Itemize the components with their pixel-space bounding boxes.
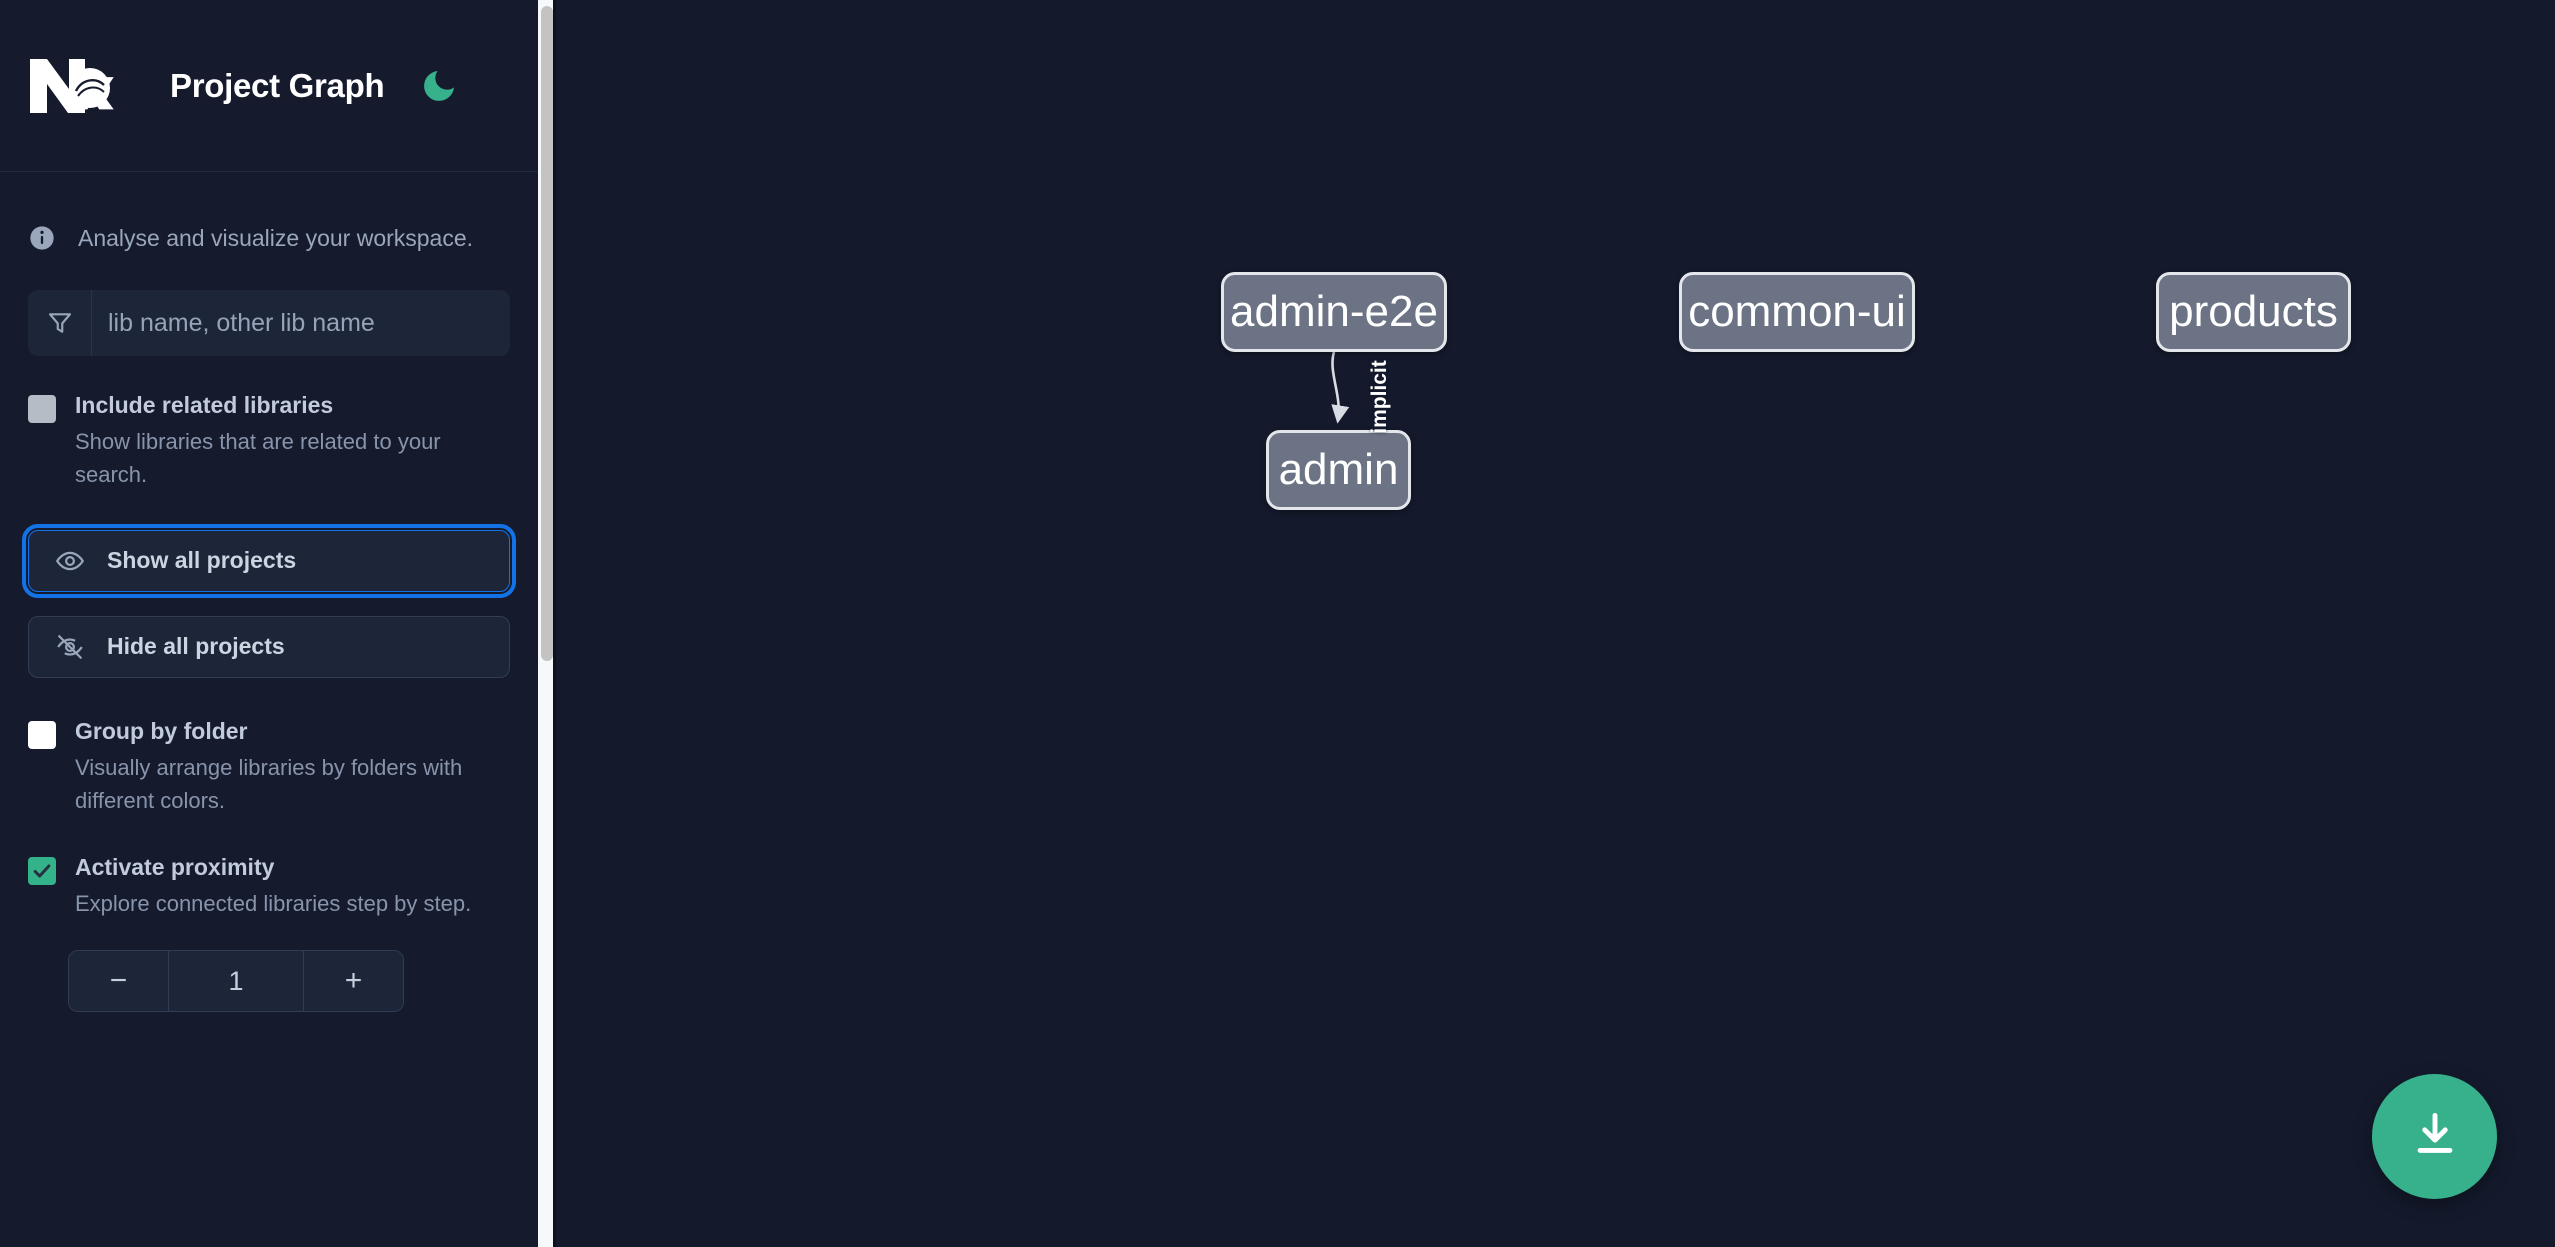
show-all-projects-row: Show all projects <box>0 523 538 598</box>
graph-node-admin[interactable]: admin <box>1266 430 1411 510</box>
download-icon <box>2407 1107 2463 1166</box>
filter-bar <box>28 290 510 356</box>
edge-label-admin-e2e-to-admin: implicit <box>1367 360 1391 434</box>
sidebar-header: Project Graph <box>0 0 538 172</box>
workspace-info-text: Analyse and visualize your workspace. <box>78 224 474 251</box>
sidebar-content: Project Graph Analyse and visualize yo <box>0 0 538 1247</box>
graph-node-common-ui[interactable]: common-ui <box>1679 272 1915 352</box>
include-related-libraries-checkbox <box>28 395 56 423</box>
activate-proximity-label: Activate proximity <box>75 853 275 880</box>
group-by-folder-label: Group by folder <box>75 717 248 744</box>
graph-canvas[interactable]: admin-e2ecommon-uiproductsstore-e2eadmin… <box>556 0 2555 1247</box>
graph-edges <box>1331 351 1350 424</box>
proximity-increment-button[interactable]: + <box>303 951 403 1012</box>
sidebar: Project Graph Analyse and visualize yo <box>0 0 556 1247</box>
include-related-libraries-label: Include related libraries <box>75 392 334 418</box>
option-group-by-folder[interactable]: Group by folder Visually arrange librari… <box>0 716 538 818</box>
graph-node-products[interactable]: products <box>2156 272 2351 352</box>
group-by-folder-checkbox[interactable] <box>28 720 56 749</box>
search-input[interactable] <box>92 290 510 356</box>
hide-all-projects-label: Hide all projects <box>107 633 285 660</box>
info-icon <box>28 224 56 252</box>
eye-icon <box>55 546 85 576</box>
edge-admin-e2e-to-admin <box>1331 351 1350 424</box>
option-include-related-libraries[interactable]: Include related libraries Show libraries… <box>0 390 538 492</box>
proximity-stepper: − 1 + <box>68 950 404 1013</box>
show-all-projects-label: Show all projects <box>107 547 297 574</box>
hide-all-projects-button[interactable]: Hide all projects <box>28 615 510 678</box>
proximity-stepper-row: − 1 + <box>0 950 538 1013</box>
sidebar-scrollbar-thumb[interactable] <box>541 6 553 661</box>
graph-layer: admin-e2ecommon-uiproductsstore-e2eadmin… <box>556 0 2555 1247</box>
hide-all-projects-row: Hide all projects <box>0 615 538 678</box>
filter-icon <box>28 290 92 356</box>
activate-proximity-description: Explore connected libraries step by step… <box>75 890 472 916</box>
option-activate-proximity[interactable]: Activate proximity Explore connected lib… <box>0 852 538 920</box>
sidebar-scrollbar[interactable] <box>538 0 556 1247</box>
proximity-decrement-button[interactable]: − <box>69 951 169 1012</box>
include-related-libraries-description: Show libraries that are related to your … <box>75 429 441 488</box>
activate-proximity-checkbox[interactable] <box>28 856 56 885</box>
workspace-info: Analyse and visualize your workspace. <box>0 172 538 268</box>
page-title: Project Graph <box>170 66 385 104</box>
graph-node-admin-e2e[interactable]: admin-e2e <box>1221 272 1447 352</box>
proximity-value: 1 <box>169 951 303 1012</box>
nx-logo-icon <box>28 55 128 117</box>
eye-off-icon <box>55 632 85 662</box>
moon-icon[interactable] <box>416 63 462 109</box>
sidebar-divider <box>553 0 556 1247</box>
download-graph-button[interactable] <box>2372 1074 2497 1199</box>
show-all-projects-button[interactable]: Show all projects <box>22 523 516 598</box>
group-by-folder-description: Visually arrange libraries by folders wi… <box>75 754 463 814</box>
